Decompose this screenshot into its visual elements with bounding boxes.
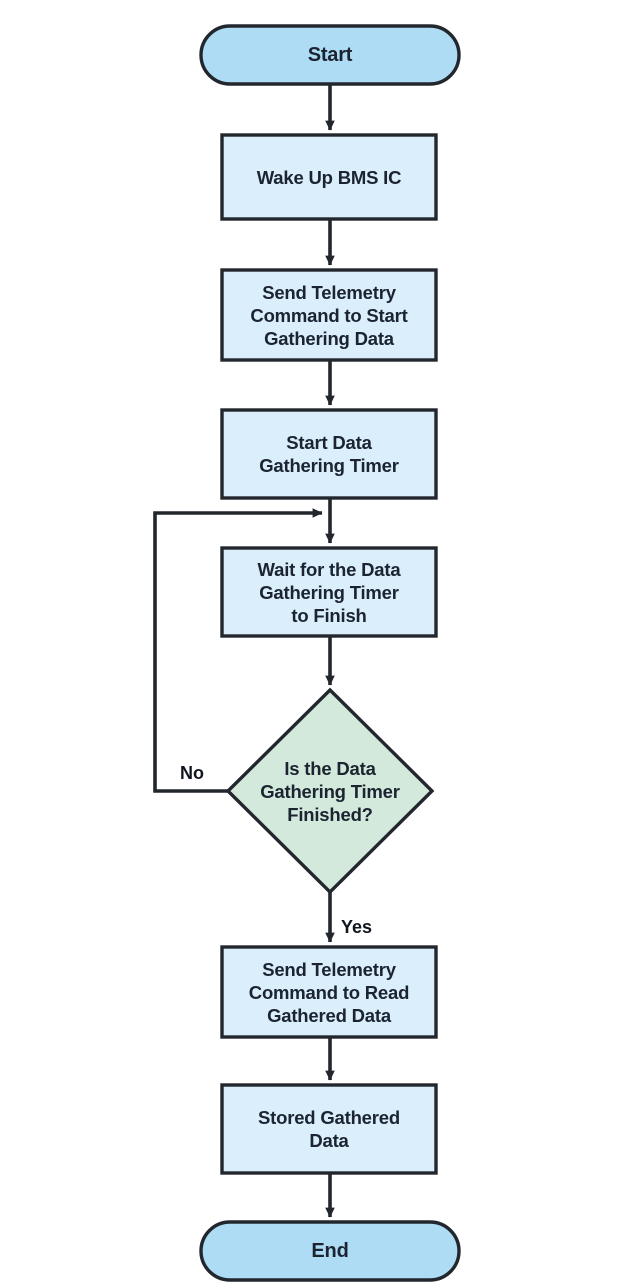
edge-decision-no-loop xyxy=(153,508,323,793)
node-wake-shape xyxy=(220,133,438,221)
node-end-shape xyxy=(199,1220,461,1282)
node-start-timer-shape xyxy=(220,408,438,500)
node-send-read-shape xyxy=(220,945,438,1039)
node-stored-shape xyxy=(220,1083,438,1175)
node-send-start-shape xyxy=(220,268,438,362)
node-wait-timer-shape xyxy=(220,546,438,638)
node-start-shape xyxy=(199,24,461,86)
node-timer-done-shape xyxy=(225,687,435,895)
